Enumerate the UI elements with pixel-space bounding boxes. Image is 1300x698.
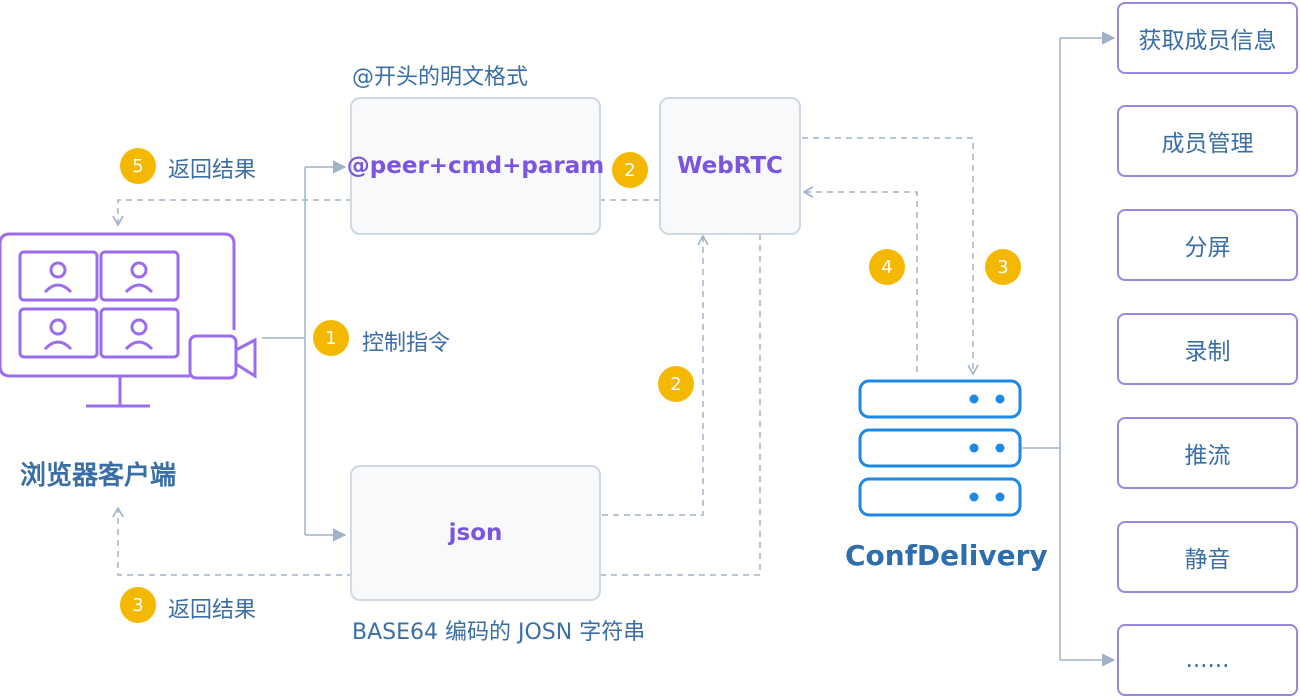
- feature-label: 成员管理: [1161, 131, 1254, 157]
- step-badge-2-mid: 2: [658, 366, 694, 402]
- client-label: 浏览器客户端: [20, 461, 177, 491]
- step-badge-3-bottom: 3: [120, 587, 156, 623]
- connector-control: [262, 160, 347, 542]
- step1-label: 控制指令: [362, 331, 451, 356]
- user-tile-4: [99, 307, 180, 359]
- feature-label: ......: [1185, 647, 1230, 673]
- json-text: json: [448, 520, 503, 546]
- step-badge-1: 1: [313, 320, 349, 356]
- connector-json-webrtc: [602, 234, 709, 516]
- feature-mute: 静音: [1117, 521, 1298, 593]
- step-badge-3-right: 3: [985, 249, 1021, 285]
- webrtc-text: WebRTC: [677, 153, 783, 179]
- feature-more: ......: [1117, 624, 1298, 696]
- feature-member-management: 成员管理: [1117, 105, 1298, 177]
- step-badge-4: 4: [869, 249, 905, 285]
- feature-get-member-info: 获取成员信息: [1117, 2, 1298, 74]
- feature-split-screen: 分屏: [1117, 209, 1298, 281]
- json-box: json: [350, 465, 601, 601]
- step-badge-5: 5: [120, 148, 156, 184]
- step5-label: 返回结果: [168, 158, 257, 183]
- step-badge-2-top: 2: [612, 152, 648, 188]
- feature-label: 推流: [1184, 443, 1231, 469]
- feature-label: 分屏: [1184, 235, 1231, 261]
- feature-label: 录制: [1184, 339, 1231, 365]
- base64-caption: BASE64 编码的 JOSN 字符串: [352, 620, 646, 645]
- feature-label: 静音: [1184, 547, 1231, 573]
- connector-webrtc-server: [802, 137, 979, 376]
- camera-icon: [188, 334, 257, 380]
- feature-label: 获取成员信息: [1138, 28, 1277, 54]
- connector-features: [1022, 31, 1116, 667]
- server-icon: [858, 379, 1022, 517]
- plain-command-text: @peer+cmd+param: [346, 153, 605, 179]
- server-label: ConfDelivery: [845, 539, 1048, 572]
- feature-recording: 录制: [1117, 313, 1298, 385]
- user-tile-2: [99, 250, 180, 302]
- monitor-icon: [0, 232, 236, 408]
- plain-format-caption: @开头的明文格式: [352, 65, 529, 90]
- user-tile-1: [18, 250, 99, 302]
- user-tile-3: [18, 307, 99, 359]
- plain-command-box: @peer+cmd+param: [346, 97, 605, 235]
- step3-label: 返回结果: [168, 598, 257, 623]
- feature-stream-push: 推流: [1117, 417, 1298, 489]
- webrtc-box: WebRTC: [659, 97, 801, 235]
- connector-server-webrtc: [802, 186, 918, 372]
